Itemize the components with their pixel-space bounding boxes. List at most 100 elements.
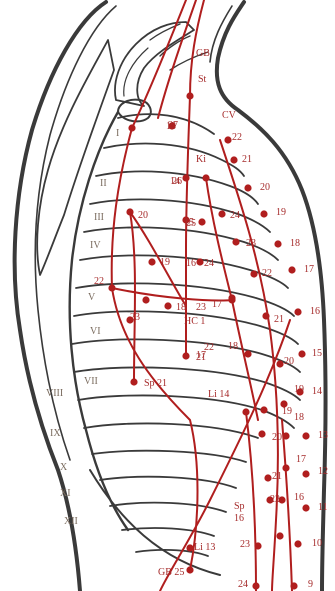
label-hc1: HC 1	[184, 316, 205, 327]
label-ki-18: 18	[294, 412, 304, 423]
rib-label-4: IV	[90, 240, 101, 251]
label-cv-14: 14	[312, 386, 322, 397]
acupoint-40	[264, 474, 271, 481]
acupoint-25	[198, 218, 205, 225]
front-lateral-line	[220, 140, 278, 591]
label-sp-18: 18	[176, 302, 186, 313]
label-sp-17: 17	[196, 350, 206, 361]
acupoint-29	[250, 270, 257, 277]
label-cv-16: 16	[310, 306, 320, 317]
label-st-13: 13	[166, 121, 176, 132]
gb-neck-line-1	[132, 0, 186, 128]
acupoint-37	[130, 378, 137, 385]
label-cv-21: 21	[242, 154, 252, 165]
label-ki-23b: 23	[246, 238, 256, 249]
label-st-18: 18	[228, 341, 238, 352]
label-ki-24: 24	[204, 258, 214, 269]
label-cv-12: 12	[318, 466, 328, 477]
acupoint-45	[282, 432, 289, 439]
rib-16	[122, 528, 214, 536]
clavicle-outer	[115, 22, 194, 106]
label-sp-20: 20	[138, 210, 148, 221]
acupoint-46	[282, 464, 289, 471]
front-lower-line	[246, 412, 256, 591]
acupoint-11	[288, 266, 295, 273]
acupoint-36	[142, 296, 149, 303]
acupoint-4	[182, 174, 189, 181]
label-cv-10: 10	[312, 538, 322, 549]
rib-label-1: I	[116, 128, 119, 139]
acupoint-8	[244, 184, 251, 191]
label-st-21: 21	[272, 471, 282, 482]
rib-label-12: XII	[64, 516, 78, 527]
acupoint-7	[230, 156, 237, 163]
label-ki: Ki	[196, 154, 206, 165]
label-sp-19: 19	[160, 257, 170, 268]
rib-label-2: II	[100, 178, 107, 189]
acupoint-27	[232, 238, 239, 245]
label-st-14: 14	[170, 176, 180, 187]
acupoint-2	[186, 92, 193, 99]
label-li14: Li 14	[208, 389, 229, 400]
acupoint-21	[148, 258, 155, 265]
ribcage-lower-edge	[90, 470, 220, 575]
label-sp21: Sp 21	[144, 378, 167, 389]
rib-label-3: III	[94, 212, 104, 223]
acupoint-19	[290, 582, 297, 589]
label-cv: CV	[222, 110, 237, 121]
rib-label-6: VI	[90, 326, 101, 337]
acupoint-38	[242, 408, 249, 415]
rib-label-7: VII	[84, 376, 98, 387]
label-cv-20: 20	[260, 182, 270, 193]
label-cv-15: 15	[312, 348, 322, 359]
label-cv-19: 19	[276, 207, 286, 218]
sternum-head	[118, 100, 151, 122]
label-ki-23: 23	[196, 302, 206, 313]
label-st-17: 17	[212, 299, 222, 310]
label-ki-17: 17	[296, 454, 306, 465]
acupoint-49	[186, 544, 193, 551]
acupoint-43	[252, 582, 259, 589]
label-st-19: 19	[282, 406, 292, 417]
label-ki-20: 20	[284, 356, 294, 367]
acupoint-12	[294, 308, 301, 315]
acupoint-16	[302, 470, 309, 477]
acupoint-50	[186, 566, 193, 573]
label-st-16: 16	[186, 258, 196, 269]
rib-label-10: X	[60, 462, 68, 473]
label-ki-16: 16	[294, 492, 304, 503]
acupoint-39	[258, 430, 265, 437]
acupoint-15	[302, 432, 309, 439]
acupoint-31	[262, 312, 269, 319]
label-gb-top: GB	[196, 48, 210, 59]
acupoint-17	[302, 504, 309, 511]
rib-label-8: VIII	[46, 388, 63, 399]
acupoint-20	[126, 208, 133, 215]
sp-line	[130, 212, 135, 382]
label-st-24: 24	[238, 579, 248, 590]
label-st-15: 15	[184, 217, 194, 228]
label-ki-21b: 21	[274, 314, 284, 325]
label-cv-11: 11	[318, 502, 328, 513]
acupoint-52	[228, 294, 235, 301]
label-st-20: 20	[272, 432, 282, 443]
label-cv-22: 22	[232, 132, 242, 143]
label-22: 22	[94, 276, 104, 287]
rib-12	[84, 423, 258, 438]
label-st: St	[198, 74, 207, 85]
label-st-22: 22	[270, 494, 280, 505]
label-sp16-a: Sp	[234, 501, 245, 512]
label-ki-22b: 22	[262, 268, 272, 279]
label-sp16-b: 16	[234, 513, 244, 524]
acupoint-23	[182, 352, 189, 359]
rib-14	[100, 477, 236, 488]
label-ki-19: 19	[294, 384, 304, 395]
acupoint-34	[244, 350, 251, 357]
label-st-23: 23	[240, 539, 250, 550]
rib-label-5: V	[88, 292, 96, 303]
rib-label-9: IX	[50, 428, 61, 439]
inner-lower-line	[282, 420, 292, 591]
acupoint-18	[294, 540, 301, 547]
label-cv-9: 9	[308, 579, 313, 590]
acupuncture-points	[108, 92, 309, 589]
